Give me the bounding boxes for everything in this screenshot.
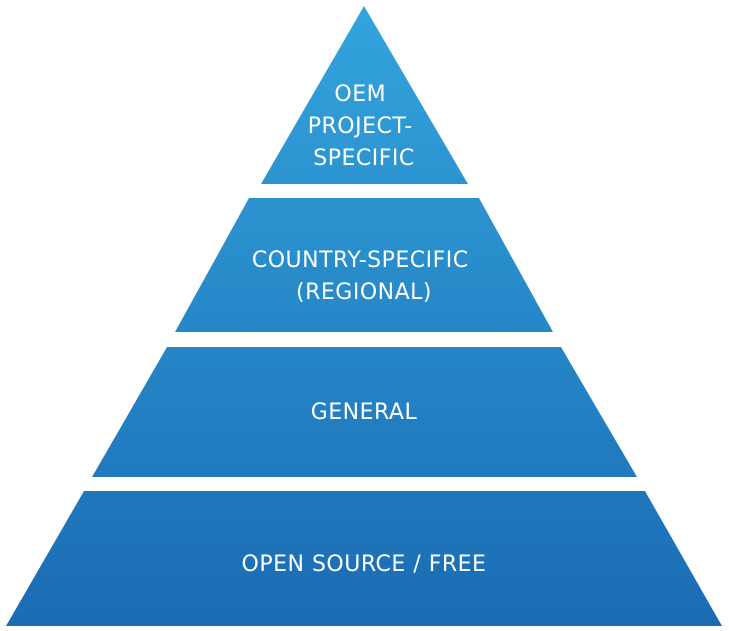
tier-2-label: COUNTRY-SPECIFIC (REGIONAL)	[252, 248, 476, 305]
tier-open-source-free: OPEN SOURCE / FREE	[6, 491, 722, 626]
tier-2-line-2: (REGIONAL)	[296, 280, 432, 305]
tier-1-line-1: OEM	[334, 82, 386, 107]
tier-general: GENERAL	[92, 347, 637, 477]
tier-2-shape	[175, 198, 553, 332]
tier-1-line-2: PROJECT-	[308, 114, 413, 139]
tier-1-line-3: SPECIFIC	[313, 146, 415, 171]
tier-3-label: GENERAL	[311, 400, 418, 425]
tier-3-line-1: GENERAL	[311, 400, 418, 425]
tier-2-line-1: COUNTRY-SPECIFIC	[252, 248, 469, 273]
tier-3-shape	[92, 347, 637, 477]
tier-4-line-1: OPEN SOURCE / FREE	[242, 552, 487, 577]
tier-1-label: OEM PROJECT- SPECIFIC	[308, 82, 420, 171]
tier-country-specific: COUNTRY-SPECIFIC (REGIONAL)	[175, 198, 553, 332]
tier-1-shape	[261, 6, 468, 184]
tier-4-label: OPEN SOURCE / FREE	[242, 552, 487, 577]
tier-oem-project-specific: OEM PROJECT- SPECIFIC	[261, 6, 468, 184]
tier-4-shape	[6, 491, 722, 626]
